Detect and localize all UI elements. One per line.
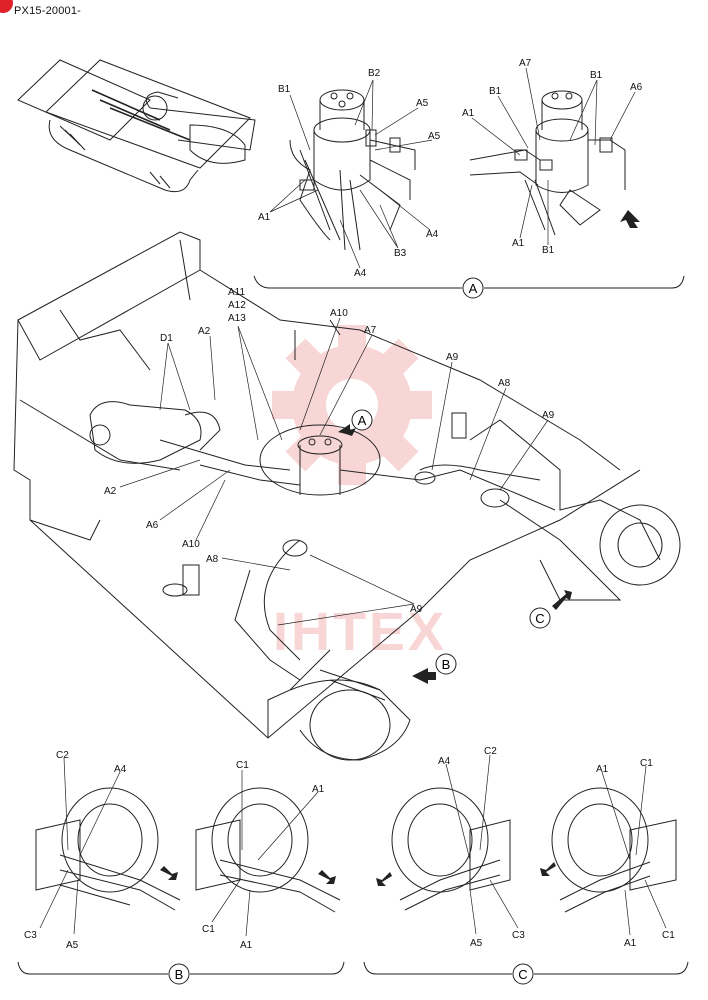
label-a9: A9 <box>410 604 423 615</box>
svg-text:A: A <box>358 413 367 428</box>
label-a7: A7 <box>519 58 532 69</box>
label-c1: C1 <box>640 758 653 769</box>
label-a9: A9 <box>446 352 459 363</box>
part-labels: B1 B2 A5 A5 A1 A4 B3 A4 A7 B1 B1 A6 A1 A… <box>24 58 675 951</box>
label-a6: A6 <box>146 520 159 531</box>
label-d1: D1 <box>160 333 173 344</box>
svg-text:C: C <box>535 611 544 626</box>
label-b1: B1 <box>542 245 555 256</box>
label-a8: A8 <box>498 378 511 389</box>
overview-undercarriage <box>17 59 256 193</box>
label-c3: C3 <box>24 930 37 941</box>
view-a-swivel-detail-left <box>289 89 416 251</box>
label-a2: A2 <box>198 326 211 337</box>
label-a5: A5 <box>416 98 429 109</box>
label-c1: C1 <box>236 760 249 771</box>
label-a7: A7 <box>364 325 377 336</box>
watermark-gear-icon <box>272 325 432 485</box>
svg-text:C: C <box>518 967 527 982</box>
label-a1: A1 <box>312 784 325 795</box>
label-a1: A1 <box>462 108 475 119</box>
callout-a-marker: A <box>338 409 373 436</box>
view-c-motor-left <box>391 787 511 911</box>
label-a5: A5 <box>428 131 441 142</box>
label-a9: A9 <box>542 410 555 421</box>
label-c1: C1 <box>662 930 675 941</box>
view-a-letter: A <box>469 281 478 296</box>
label-a1: A1 <box>512 238 525 249</box>
watermark-text: IHTEX <box>273 602 447 662</box>
corner-marker-icon <box>0 0 13 13</box>
view-b-callout: B <box>168 963 190 985</box>
main-frame-drawing <box>13 231 681 761</box>
view-c-motor-right <box>551 787 677 913</box>
view-a-swivel-detail-right <box>469 90 626 236</box>
label-c2: C2 <box>56 750 69 761</box>
document-code: PX15-20001- <box>14 5 82 17</box>
label-a6: A6 <box>630 82 643 93</box>
label-a8: A8 <box>206 554 219 565</box>
label-a5: A5 <box>66 940 79 951</box>
callout-c-arrow-icon <box>552 590 572 610</box>
watermark: IHTEX <box>272 325 447 662</box>
view-c-arrow-icon-1 <box>376 872 392 886</box>
label-a4: A4 <box>426 229 439 240</box>
label-c2: C2 <box>484 746 497 757</box>
view-a-callout: A <box>462 277 484 299</box>
view-a-direction-arrow-icon <box>620 210 640 228</box>
label-b1: B1 <box>590 70 603 81</box>
label-a12: A12 <box>228 300 246 311</box>
svg-text:B: B <box>175 967 184 982</box>
label-b3: B3 <box>394 248 407 259</box>
label-a11: A11 <box>228 287 245 298</box>
view-c-bracket <box>363 961 689 975</box>
label-a2: A2 <box>104 486 117 497</box>
label-b1: B1 <box>278 84 291 95</box>
view-c-callout: C <box>512 963 534 985</box>
label-a1: A1 <box>240 940 253 951</box>
label-c1: C1 <box>202 924 215 935</box>
view-a-bracket <box>253 275 685 289</box>
view-b-motor-left <box>35 787 181 911</box>
callout-b-arrow-icon <box>412 668 436 684</box>
label-a10: A10 <box>182 539 200 550</box>
label-c3: C3 <box>512 930 525 941</box>
label-a1: A1 <box>258 212 271 223</box>
view-b-arrow-icon-1 <box>160 866 178 880</box>
label-a10: A10 <box>330 308 348 319</box>
view-b-arrow-icon-2 <box>318 870 336 884</box>
label-a4: A4 <box>354 268 367 279</box>
label-a13: A13 <box>228 313 246 324</box>
label-a5: A5 <box>470 938 483 949</box>
callout-b-marker: B <box>412 653 457 684</box>
label-a4: A4 <box>114 764 127 775</box>
callout-c-marker: C <box>529 590 572 629</box>
view-c-arrow-icon-2 <box>540 862 556 876</box>
label-a4: A4 <box>438 756 451 767</box>
label-b1: B1 <box>489 86 502 97</box>
label-b2: B2 <box>368 68 381 79</box>
view-b-motor-right <box>195 787 341 913</box>
svg-text:B: B <box>442 657 451 672</box>
leader-lines <box>39 67 667 937</box>
view-b-bracket <box>17 961 345 975</box>
label-a1: A1 <box>624 938 637 949</box>
callout-a-arrow-icon <box>338 424 356 436</box>
label-a1: A1 <box>596 764 609 775</box>
